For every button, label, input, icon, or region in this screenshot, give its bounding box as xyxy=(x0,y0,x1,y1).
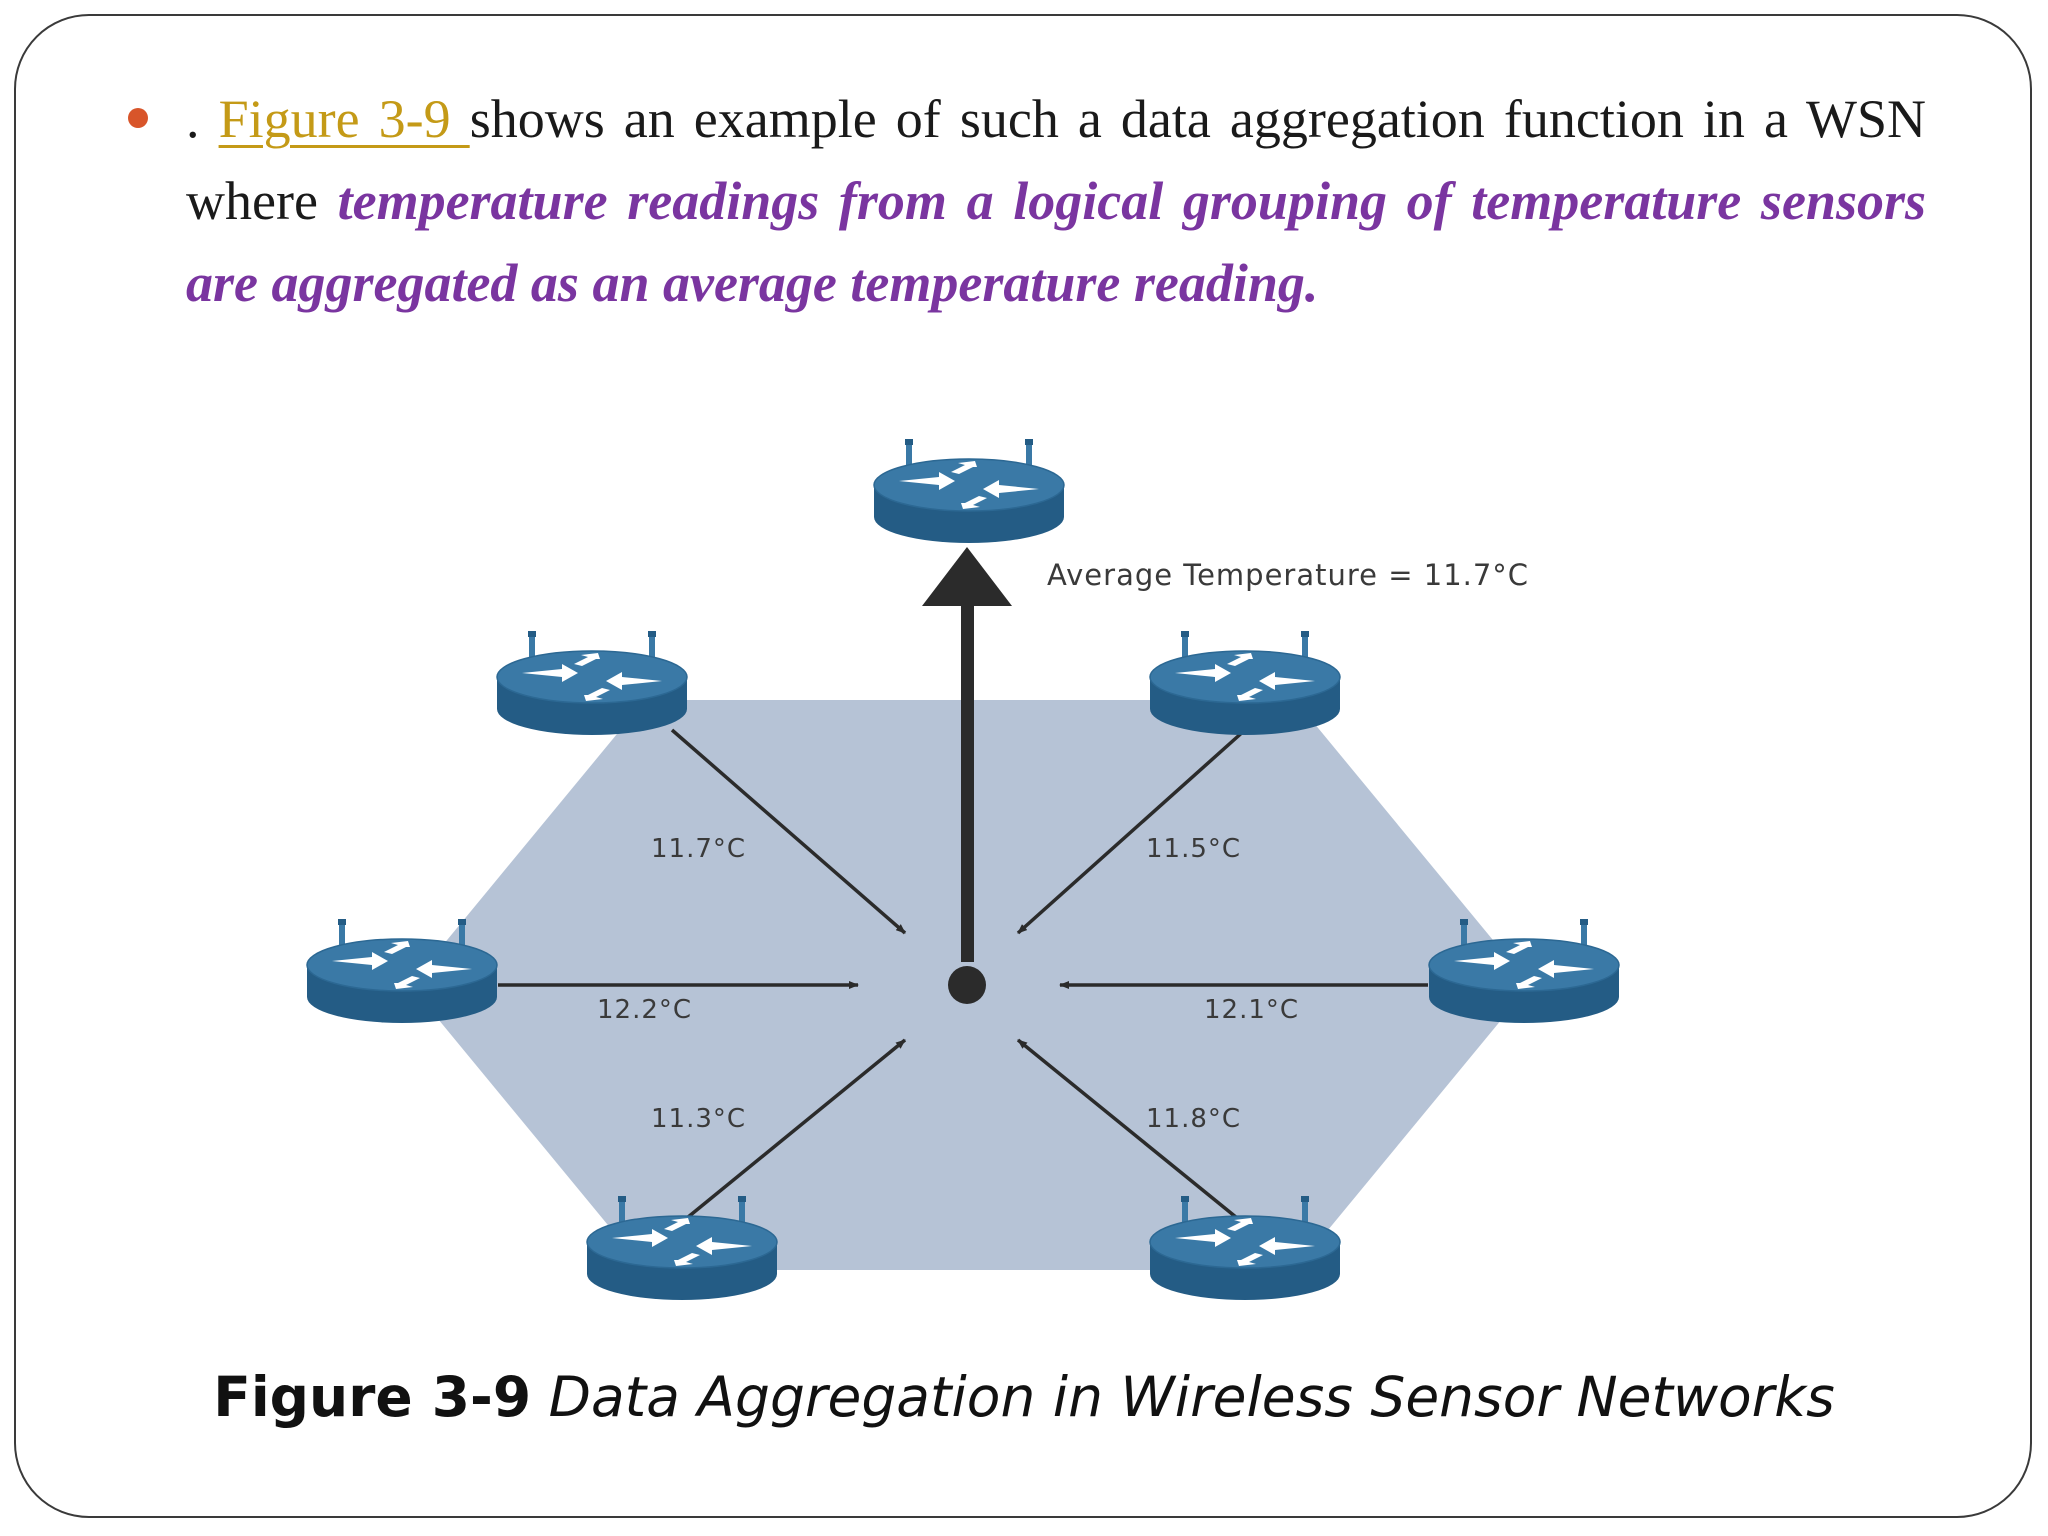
average-temperature-label: Average Temperature = 11.7°C xyxy=(1047,558,1529,592)
figure-caption: Figure 3-9 Data Aggregation in Wireless … xyxy=(0,1365,2048,1429)
bullet-paragraph: . Figure 3-9 shows an example of such a … xyxy=(186,78,1926,324)
uplink-arrow-shaft xyxy=(961,598,974,962)
bullet-dot xyxy=(128,108,148,128)
uplink-arrow-head xyxy=(922,547,1012,606)
bullet-prefix: . xyxy=(186,89,219,149)
aggregation-point xyxy=(948,966,986,1004)
emphasis-text: temperature readings from a logical grou… xyxy=(186,171,1926,313)
bullet-body-text: shows an example of such a data aggregat… xyxy=(186,89,1927,231)
arrow-top-right xyxy=(1016,728,1247,935)
arrow-top-left xyxy=(670,728,907,935)
arrow-bottom-left xyxy=(680,1038,907,1224)
router-icon-top-left xyxy=(496,630,688,736)
figure-link[interactable]: Figure 3-9 xyxy=(218,89,470,149)
sink-router-icon xyxy=(873,438,1065,544)
arrow-bottom-right xyxy=(1016,1038,1244,1224)
reading-left: 12.2°C xyxy=(597,995,692,1025)
reading-bottom-left: 11.3°C xyxy=(651,1104,746,1134)
reading-bottom-right: 11.8°C xyxy=(1146,1104,1241,1134)
reading-top-right: 11.5°C xyxy=(1146,834,1241,864)
caption-title: Data Aggregation in Wireless Sensor Netw… xyxy=(548,1365,1835,1429)
reading-top-left: 11.7°C xyxy=(651,834,746,864)
router-icon-top-right xyxy=(1149,630,1341,736)
reading-right: 12.1°C xyxy=(1204,995,1299,1025)
caption-number: Figure 3-9 xyxy=(213,1365,532,1429)
